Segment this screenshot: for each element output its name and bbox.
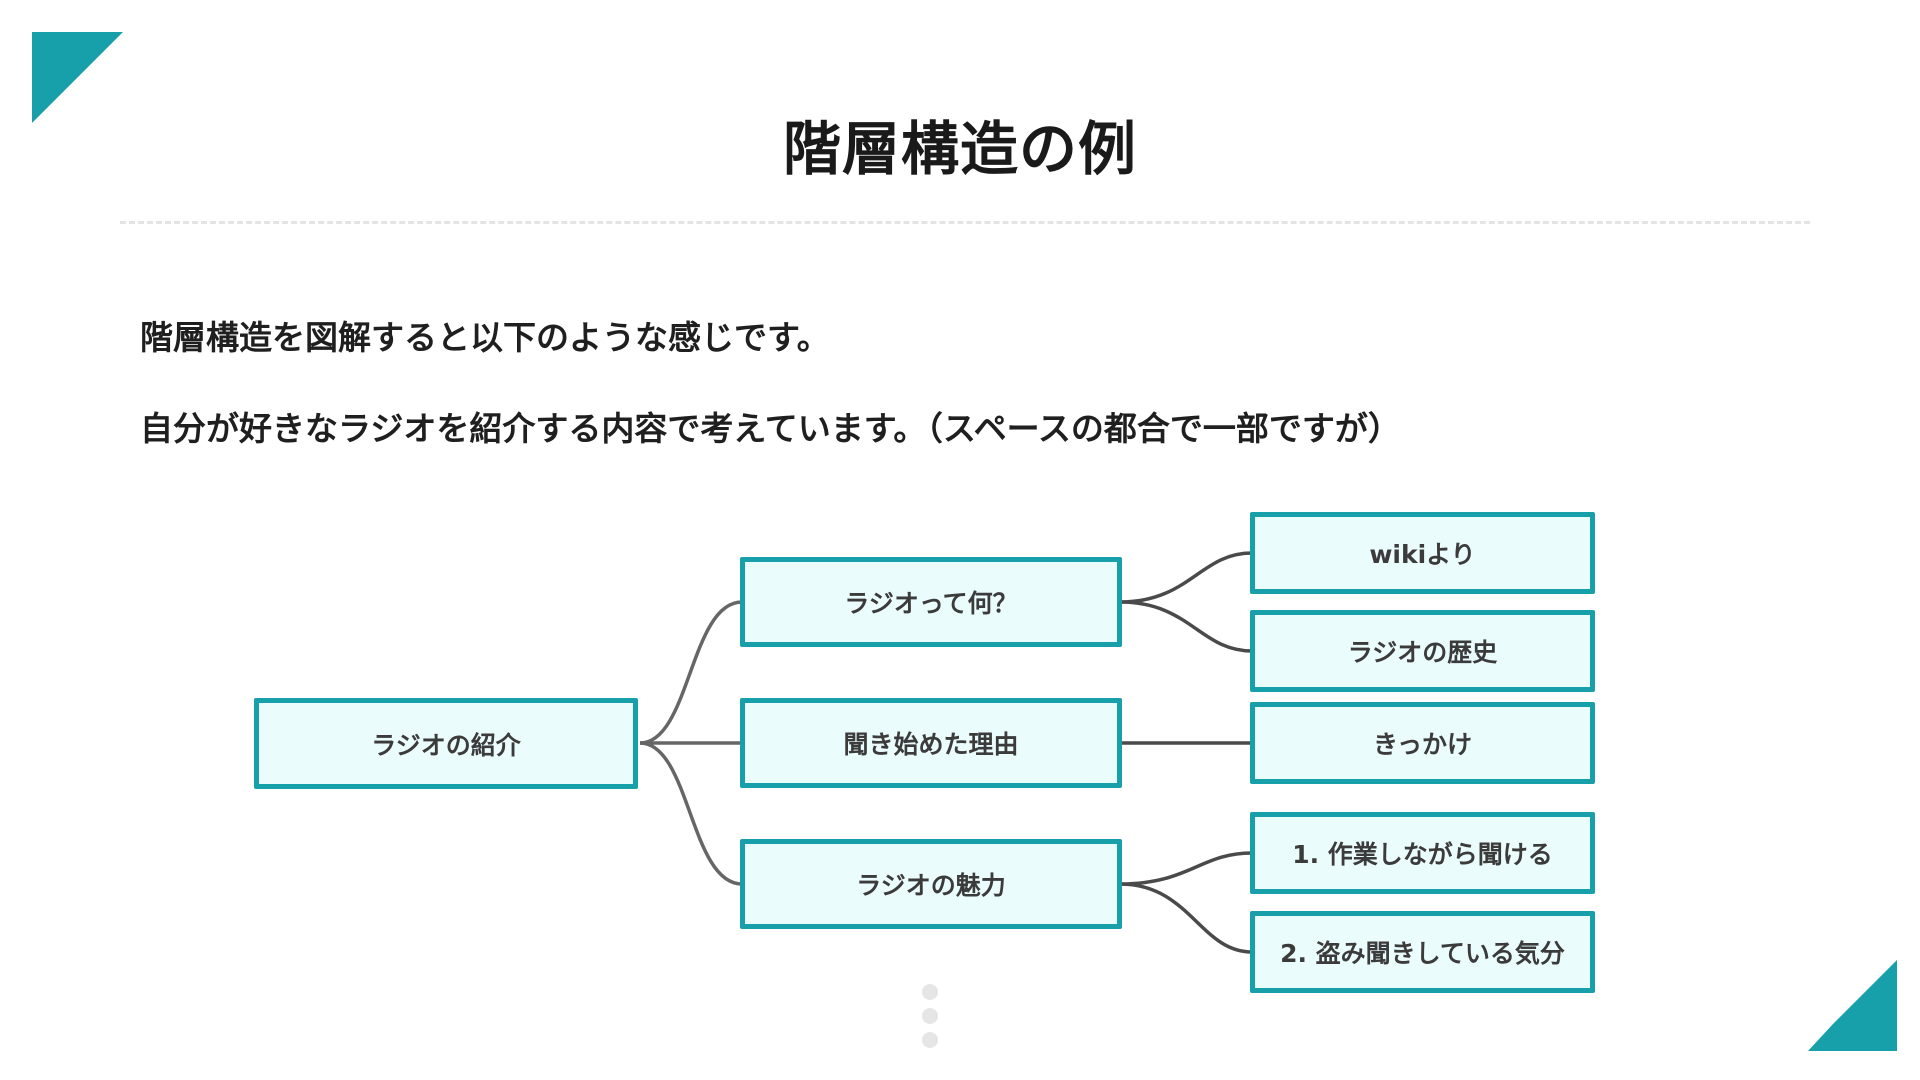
node-root: ラジオの紹介 <box>254 698 638 789</box>
node-leaf-radio-history: ラジオの歴史 <box>1250 610 1595 692</box>
ellipsis-dot <box>922 1032 938 1048</box>
node-leaf-eavesdropping-feeling: 2. 盗み聞きしている気分 <box>1250 911 1595 993</box>
intro-paragraph-1: 階層構造を図解すると以下のような感じです。 <box>140 318 830 357</box>
node-leaf-wiki-label: wikiより <box>1369 540 1476 569</box>
node-leaf-work-while-listening-label: 1. 作業しながら聞ける <box>1292 840 1553 869</box>
vertical-ellipsis-icon <box>922 984 938 1056</box>
node-leaf-work-while-listening: 1. 作業しながら聞ける <box>1250 812 1595 894</box>
node-branch-1-label: ラジオって何？ <box>844 589 1018 618</box>
connector-root-branch-1 <box>639 600 743 745</box>
corner-mark-top-left <box>32 32 123 123</box>
node-branch-2: 聞き始めた理由 <box>740 698 1122 788</box>
node-root-label: ラジオの紹介 <box>371 730 521 760</box>
node-branch-3: ラジオの魅力 <box>740 839 1122 929</box>
connector-branch-1-leaf-2 <box>1119 600 1253 653</box>
slide-title: 階層構造の例 <box>782 115 1137 183</box>
title-divider <box>120 221 1810 224</box>
node-leaf-radio-history-label: ラジオの歴史 <box>1347 638 1498 667</box>
corner-mark-bottom-right <box>1808 960 1897 1051</box>
node-leaf-wiki: wikiより <box>1250 512 1595 594</box>
intro-paragraph-2: 自分が好きなラジオを紹介する内容で考えています。（スペースの都合で一部ですが） <box>140 409 1401 448</box>
node-leaf-eavesdropping-feeling-label: 2. 盗み聞きしている気分 <box>1280 939 1565 968</box>
ellipsis-dot <box>922 984 938 1000</box>
ellipsis-dot <box>922 1008 938 1024</box>
node-branch-3-label: ラジオの魅力 <box>856 871 1006 900</box>
connector-branch-3-leaf-2 <box>1119 882 1253 954</box>
connector-branch-3-leaf-1 <box>1119 851 1253 886</box>
node-leaf-trigger: きっかけ <box>1250 702 1595 784</box>
connector-branch-1-leaf-1 <box>1119 551 1253 604</box>
node-branch-1: ラジオって何？ <box>740 557 1122 647</box>
connector-root-branch-3 <box>639 741 743 886</box>
node-leaf-trigger-label: きっかけ <box>1372 730 1472 759</box>
node-branch-2-label: 聞き始めた理由 <box>843 730 1019 759</box>
